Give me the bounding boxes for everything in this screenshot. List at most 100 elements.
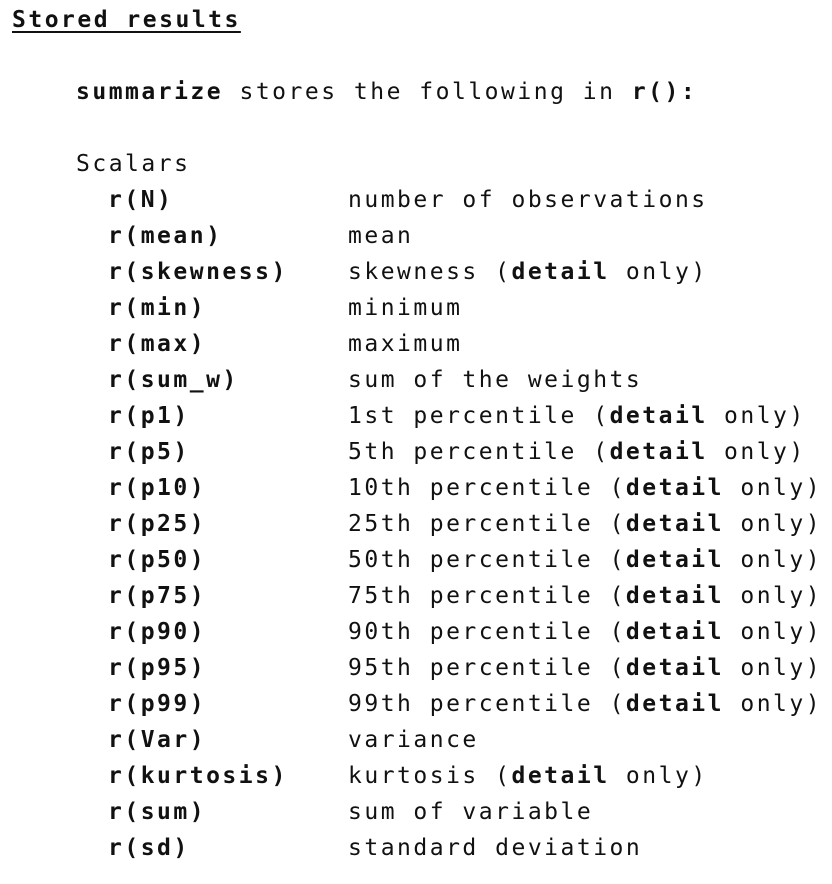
detail-option: detail — [609, 403, 708, 429]
result-description-text: number of observations — [348, 187, 708, 213]
detail-option: detail — [625, 619, 725, 645]
detail-option: detail — [625, 655, 725, 681]
result-description-text: sum of variable — [348, 799, 594, 825]
result-name: r(p1) — [108, 403, 190, 429]
only-suffix: only) — [707, 403, 806, 429]
result-name: r(skewness) — [108, 259, 288, 285]
paren-open: ( — [593, 691, 626, 717]
result-name: r(min) — [108, 295, 207, 321]
result-name: r(sd) — [108, 835, 190, 861]
result-name: r(p90) — [108, 619, 207, 645]
result-description: 25th percentile (detail only) — [348, 506, 822, 542]
only-suffix: only) — [724, 547, 823, 573]
result-description: 5th percentile (detail only) — [348, 434, 806, 470]
result-description: variance — [348, 722, 479, 758]
result-description: 95th percentile (detail only) — [348, 650, 822, 686]
result-entry: r(skewness) skewness (detail only) — [108, 254, 708, 290]
result-description-text: sum of the weights — [348, 367, 643, 393]
result-name: r(p99) — [108, 691, 207, 717]
result-description: 99th percentile (detail only) — [348, 686, 822, 722]
result-description: kurtosis (detail only) — [348, 758, 708, 794]
detail-option: detail — [625, 547, 725, 573]
only-suffix: only) — [724, 655, 823, 681]
result-description: 50th percentile (detail only) — [348, 542, 822, 578]
detail-option: detail — [625, 583, 725, 609]
only-suffix: only) — [724, 619, 823, 645]
detail-option: detail — [609, 439, 708, 465]
result-description-text: 50th percentile — [348, 547, 594, 573]
intro-text: stores the following in — [223, 79, 632, 105]
section-title: Stored results — [12, 7, 241, 33]
only-suffix: only) — [724, 511, 823, 537]
paren-open: ( — [593, 619, 626, 645]
result-name: r(p95) — [108, 655, 207, 681]
detail-option: detail — [511, 259, 610, 285]
result-description: standard deviation — [348, 830, 642, 866]
result-entry: r(min) minimum — [108, 290, 462, 326]
paren-open: ( — [593, 655, 626, 681]
result-description: 10th percentile (detail only) — [348, 470, 822, 506]
result-name: r(mean) — [108, 223, 223, 249]
result-description: 75th percentile (detail only) — [348, 578, 822, 614]
result-description-text: 5th percentile — [348, 439, 577, 465]
result-description-text: variance — [348, 727, 479, 753]
result-entry: r(p25) 25th percentile (detail only) — [108, 506, 822, 542]
result-description-text: 25th percentile — [348, 511, 594, 537]
detail-option: detail — [625, 475, 725, 501]
result-name: r(kurtosis) — [108, 763, 288, 789]
intro-line: summarize stores the following in r(): — [76, 74, 697, 110]
result-description-text: kurtosis — [348, 763, 479, 789]
result-description-text: 90th percentile — [348, 619, 594, 645]
results-target: r(): — [631, 79, 698, 105]
only-suffix: only) — [724, 691, 823, 717]
result-entry: r(p50) 50th percentile (detail only) — [108, 542, 822, 578]
result-description-text: minimum — [348, 295, 463, 321]
result-name: r(p50) — [108, 547, 207, 573]
result-description-text: 75th percentile — [348, 583, 594, 609]
result-name: r(max) — [108, 331, 207, 357]
result-entry: r(Var)variance — [108, 722, 479, 758]
result-entry: r(mean) mean — [108, 218, 413, 254]
only-suffix: only) — [609, 259, 708, 285]
result-entry: r(N) number of observations — [108, 182, 708, 218]
result-description-text: standard deviation — [348, 835, 643, 861]
result-description: sum of the weights — [348, 362, 642, 398]
result-description: number of observations — [348, 182, 708, 218]
result-description-text: 99th percentile — [348, 691, 594, 717]
result-description: sum of variable — [348, 794, 593, 830]
result-name: r(N) — [108, 187, 174, 213]
result-name: r(p25) — [108, 511, 207, 537]
paren-open: ( — [593, 511, 626, 537]
result-entry: r(max)maximum — [108, 326, 462, 362]
result-entry: r(p99) 99th percentile (detail only) — [108, 686, 822, 722]
paren-open: ( — [576, 403, 610, 429]
result-description: skewness (detail only) — [348, 254, 708, 290]
result-entry: r(p75) 75th percentile (detail only) — [108, 578, 822, 614]
result-entry: r(p95) 95th percentile (detail only) — [108, 650, 822, 686]
only-suffix: only) — [724, 475, 823, 501]
paren-open: ( — [478, 763, 512, 789]
group-label: Scalars — [76, 151, 191, 177]
result-description-text: 10th percentile — [348, 475, 594, 501]
result-description-text: mean — [348, 223, 414, 249]
command-name: summarize — [76, 79, 224, 105]
result-description-text: 1st percentile — [348, 403, 577, 429]
only-suffix: only) — [707, 439, 806, 465]
result-name: r(sum) — [108, 799, 207, 825]
only-suffix: only) — [609, 763, 708, 789]
result-description-text: 95th percentile — [348, 655, 594, 681]
result-description-text: skewness — [348, 259, 479, 285]
result-description: 1st percentile (detail only) — [348, 398, 806, 434]
result-name: r(p10) — [108, 475, 207, 501]
result-entry: r(sum) sum of variable — [108, 794, 593, 830]
detail-option: detail — [625, 691, 725, 717]
detail-option: detail — [511, 763, 610, 789]
result-description: 90th percentile (detail only) — [348, 614, 822, 650]
paren-open: ( — [593, 547, 626, 573]
detail-option: detail — [625, 511, 725, 537]
result-name: r(p75) — [108, 583, 207, 609]
only-suffix: only) — [724, 583, 823, 609]
result-entry: r(sum_w)sum of the weights — [108, 362, 642, 398]
result-entry: r(p5)5th percentile (detail only) — [108, 434, 806, 470]
paren-open: ( — [593, 475, 626, 501]
